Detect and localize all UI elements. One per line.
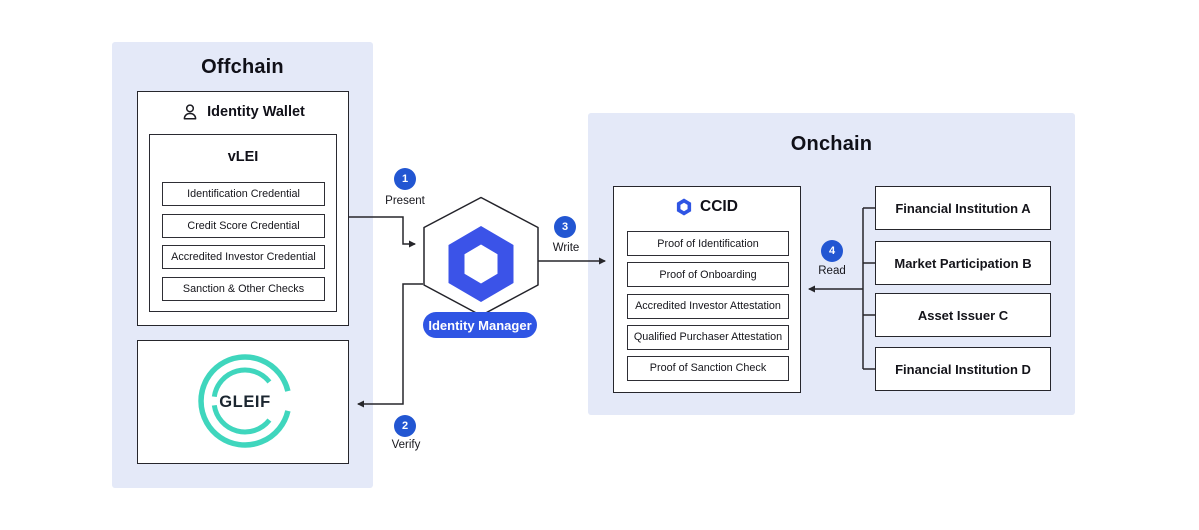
identity-wallet-header: Identity Wallet xyxy=(137,100,349,124)
ccid-title: CCID xyxy=(700,198,738,215)
ccid-record: Accredited Investor Attestation xyxy=(627,293,789,319)
identity-wallet-title: Identity Wallet xyxy=(207,104,305,120)
vlei-box: vLEI Identification Credential Credit Sc… xyxy=(149,134,337,312)
step-1-label: Present xyxy=(385,195,425,207)
identity-manager-pill: Identity Manager xyxy=(423,312,537,338)
credential-item: Sanction & Other Checks xyxy=(162,276,325,301)
credential-item: Accredited Investor Credential xyxy=(162,245,325,269)
step-2-label: Verify xyxy=(391,439,421,451)
identity-manager-hexagon xyxy=(423,196,539,317)
credential-item: Identification Credential xyxy=(162,182,325,206)
step-2-circle: 2 xyxy=(394,415,416,437)
step-3-circle: 3 xyxy=(554,216,576,238)
credential-item: Credit Score Credential xyxy=(162,213,325,238)
ccid-record: Qualified Purchaser Attestation xyxy=(627,324,789,350)
present-arrow xyxy=(349,216,416,248)
ccid-header: CCID xyxy=(614,198,800,216)
participant-box: Market Participation B xyxy=(875,241,1051,285)
step-4-circle: 4 xyxy=(821,240,843,262)
ccid-record: Proof of Identification xyxy=(627,231,789,256)
participants-bracket xyxy=(862,207,875,370)
chainlink-hexagon-icon xyxy=(676,198,692,216)
participant-box: Financial Institution A xyxy=(875,186,1051,230)
ccid-record: Proof of Sanction Check xyxy=(627,355,789,381)
vlei-title: vLEI xyxy=(227,149,259,165)
participant-box: Financial Institution D xyxy=(875,347,1051,391)
offchain-title: Offchain xyxy=(201,56,284,78)
gleif-rings-icon xyxy=(198,354,291,448)
chainlink-hexagon-logo xyxy=(448,226,514,302)
verify-arrow xyxy=(357,283,423,408)
gleif-label: GLEIF xyxy=(219,393,271,411)
person-icon xyxy=(181,103,199,121)
ccid-box: CCID Proof of Identification Proof of On… xyxy=(613,186,801,393)
ccid-record: Proof of Onboarding xyxy=(627,262,789,287)
step-4-label: Read xyxy=(818,265,846,277)
identity-manager-label: Identity Manager xyxy=(428,317,532,333)
participant-box: Asset Issuer C xyxy=(875,293,1051,337)
step-1-circle: 1 xyxy=(394,168,416,190)
onchain-title: Onchain xyxy=(790,133,873,155)
step-3-label: Write xyxy=(552,242,580,254)
